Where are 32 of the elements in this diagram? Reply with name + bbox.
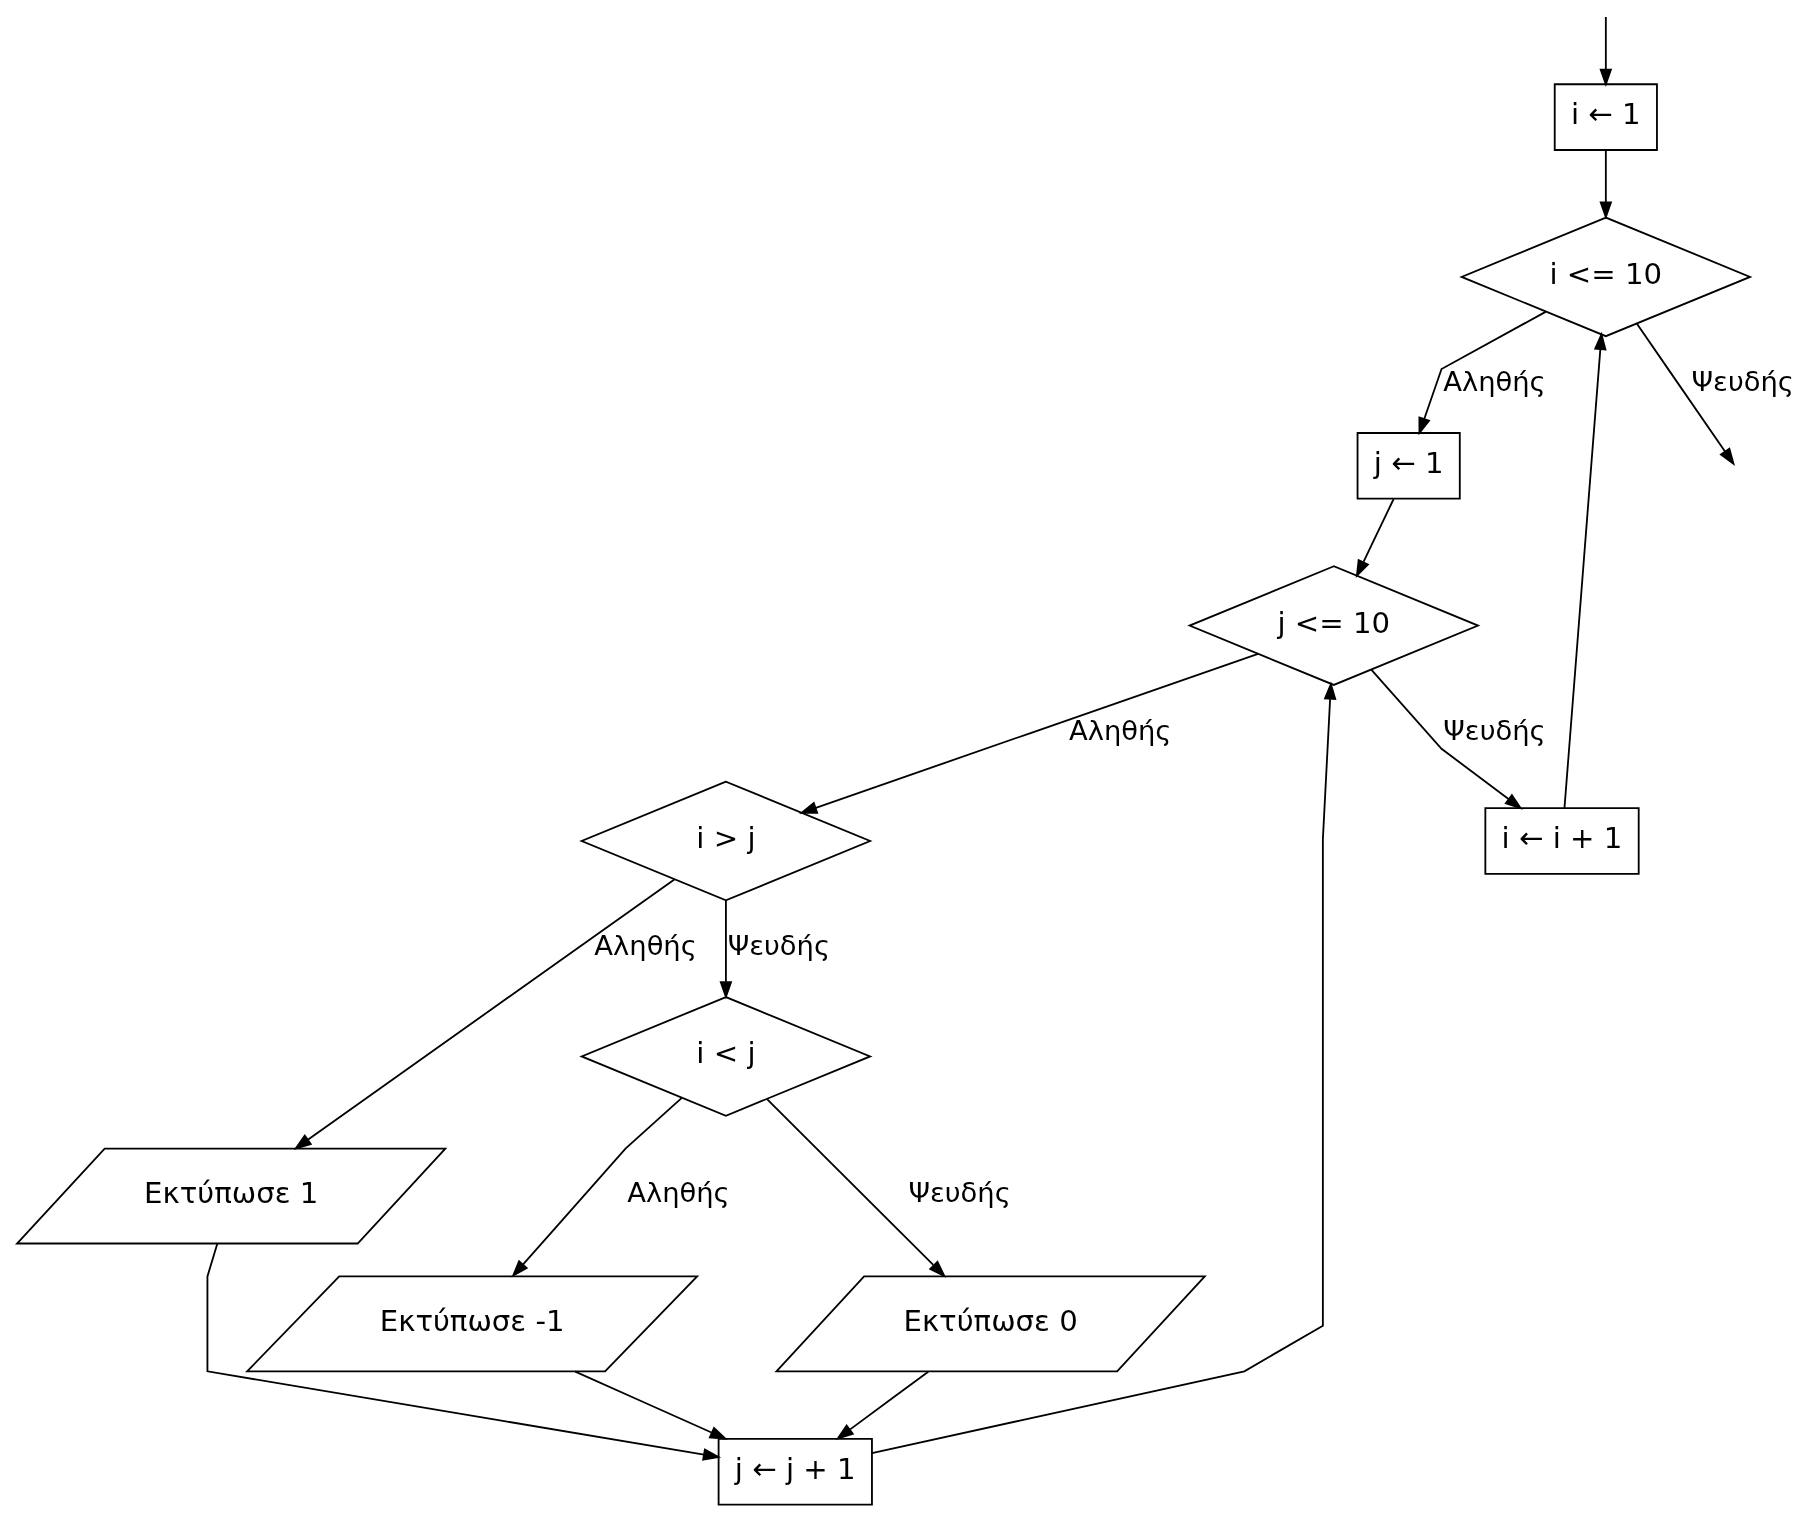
arrow — [1355, 498, 1395, 579]
arrow — [1599, 16, 1613, 87]
arrow — [1635, 322, 1736, 466]
node-diamond: i < j — [579, 996, 873, 1117]
node-diamond: j <= 10 — [1187, 565, 1481, 686]
node-box: i ← 1 — [1553, 83, 1658, 151]
node-box: i ← i + 1 — [1484, 807, 1640, 875]
arrow — [871, 681, 1337, 1454]
arrow — [835, 1370, 930, 1441]
node-box: j ← 1 — [1356, 432, 1461, 500]
arrow — [799, 652, 1259, 814]
arrow — [719, 899, 733, 1000]
node-diamond: i <= 10 — [1459, 216, 1753, 338]
node-diamond: i > j — [579, 780, 873, 902]
arrow — [1563, 331, 1607, 809]
arrow — [574, 1370, 728, 1440]
edge-label: Ψευδής — [908, 1177, 1011, 1209]
edge-label: Ψευδής — [1691, 365, 1794, 397]
edge-label: Αληθής — [594, 930, 697, 962]
edge-label: Αληθής — [627, 1177, 730, 1209]
arrow — [1599, 149, 1613, 220]
edge-label: Ψευδής — [727, 930, 831, 962]
edge-label: Ψευδής — [1443, 714, 1546, 746]
arrow — [1418, 310, 1547, 436]
edge-label: Αληθής — [1443, 365, 1546, 397]
node-box: j ← j + 1 — [717, 1437, 873, 1506]
arrow — [206, 1242, 722, 1461]
edge-label: Αληθής — [1069, 714, 1172, 746]
arrow — [1370, 668, 1523, 810]
arrow — [511, 1097, 683, 1278]
arrow — [293, 878, 676, 1150]
arrow — [766, 1098, 947, 1278]
